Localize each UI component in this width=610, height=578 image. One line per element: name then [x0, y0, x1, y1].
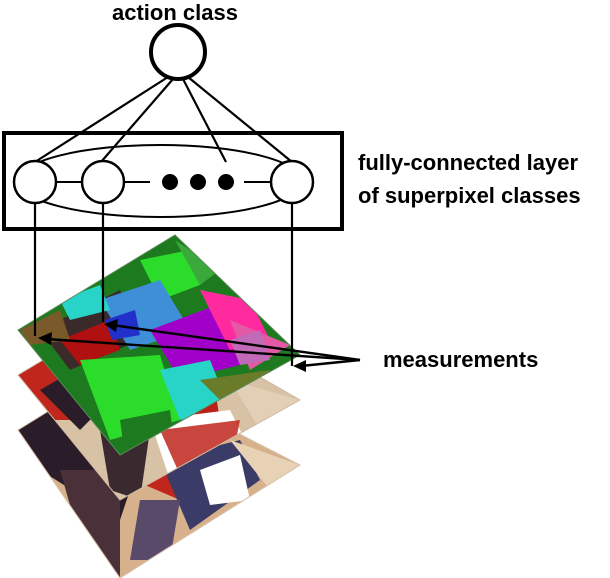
measurement-arrowheads	[38, 319, 306, 372]
layer-label-line-1: fully-connected layer	[358, 150, 579, 175]
action-to-superpixel-edges	[34, 76, 293, 163]
superpixel-node-3	[269, 159, 315, 205]
layer-label-line-2: of superpixel classes	[358, 183, 581, 208]
superpixel-node-1	[12, 159, 58, 205]
measurement-arrows	[45, 323, 361, 368]
action-class-node	[149, 23, 207, 81]
superpixel-node-2	[80, 159, 126, 205]
action-class-label: action class	[112, 0, 238, 25]
fully-connected-layer-box	[2, 131, 344, 231]
layer-label: fully-connected layer of superpixel clas…	[358, 146, 581, 212]
node-to-frame-lines	[33, 203, 294, 366]
measurements-label: measurements	[383, 347, 539, 372]
ellipsis-dots	[162, 174, 234, 190]
